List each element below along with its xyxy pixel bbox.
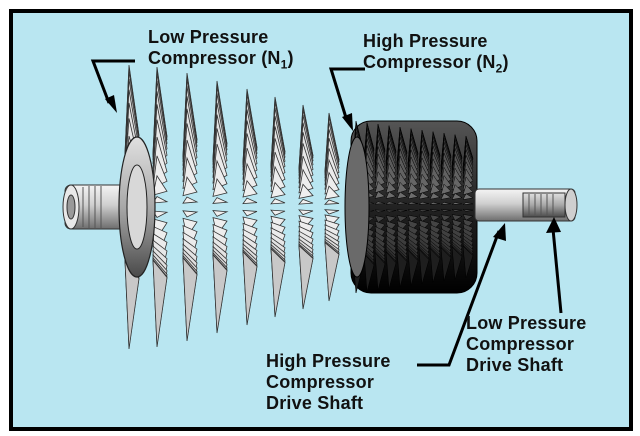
hpc-stage <box>429 131 441 283</box>
lpc-stage <box>152 66 169 348</box>
hpc-front-disc <box>344 136 370 278</box>
hpc-label-close: ) <box>502 52 509 72</box>
lpds-label-line3: Drive Shaft <box>466 355 564 375</box>
low-pressure-compressor-label: Low Pressure Compressor (N1) <box>148 27 294 76</box>
hpc-label-line1: High Pressure <box>363 31 488 51</box>
lpc-stage <box>324 112 340 302</box>
diagram-frame: Low Pressure Compressor (N1) High Pressu… <box>9 9 633 431</box>
hpc-label-text: Compressor (N <box>363 52 496 72</box>
hpc-stage <box>418 129 430 285</box>
lpc-label-subscript: 1 <box>280 57 288 72</box>
lpc-label-line2: Compressor (N1) <box>148 48 294 76</box>
lpc-stage <box>212 80 229 334</box>
arrowheads <box>105 95 561 241</box>
lpc-stage <box>298 104 314 310</box>
hpc-stage <box>374 123 386 291</box>
hpc-stage <box>440 132 452 282</box>
leader-lines <box>90 59 563 367</box>
hpc-stage <box>407 128 419 286</box>
lpc-stage <box>182 72 199 342</box>
low-pressure-compressor-rotor <box>118 64 340 350</box>
high-pressure-compressor-label: High Pressure Compressor (N2) <box>363 31 509 80</box>
hpc-label-subscript: 2 <box>495 61 503 76</box>
lpc-label-line1: Low Pressure <box>148 27 269 47</box>
lpc-stage <box>242 88 258 326</box>
lpc-front-hub <box>126 164 148 250</box>
hp-drive-shaft-label: High Pressure Compressor Drive Shaft <box>266 351 391 414</box>
hpc-label-line2: Compressor (N2) <box>363 52 509 80</box>
drive-shafts <box>474 188 578 222</box>
compressor-illustration <box>62 59 578 367</box>
hpds-label-line1: High Pressure <box>266 351 391 371</box>
hpc-stage <box>396 126 408 288</box>
high-pressure-compressor-rotor <box>344 120 478 294</box>
hpds-label-line3: Drive Shaft <box>266 393 364 413</box>
lpds-label-line1: Low Pressure <box>466 313 587 333</box>
hpc-stage <box>385 125 397 289</box>
lp-drive-shaft-label: Low Pressure Compressor Drive Shaft <box>466 313 586 376</box>
hpc-stage <box>462 135 474 279</box>
lpc-label-text: Compressor (N <box>148 48 281 68</box>
lp-front-shaft <box>62 184 136 230</box>
lpds-label-line2: Compressor <box>466 334 575 354</box>
lpc-label-close: ) <box>287 48 294 68</box>
lpc-stage <box>270 96 286 318</box>
hpc-stage <box>451 134 463 280</box>
hpds-label-line2: Compressor <box>266 372 375 392</box>
